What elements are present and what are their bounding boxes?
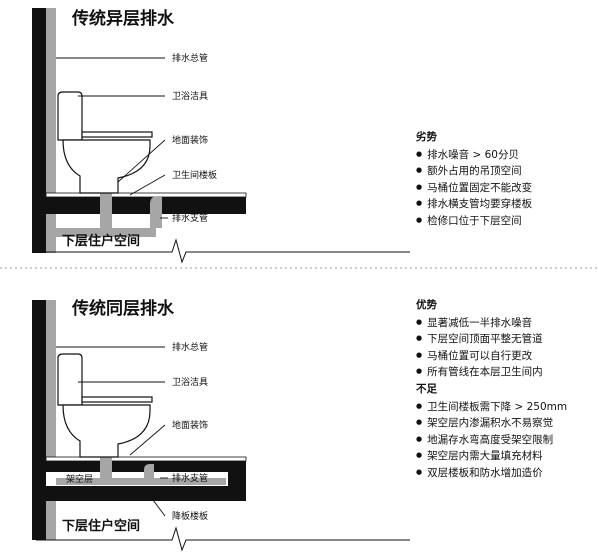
advantages-heading: 优势: [416, 299, 437, 311]
bottom-wall: [32, 300, 46, 540]
list-item: 地漏存水弯高度受架空限制: [416, 433, 596, 450]
list-item: 马桶位置可以自行更改: [416, 349, 596, 366]
top-toilet: [57, 91, 153, 194]
list-item: 显著减低一半排水噪音: [416, 316, 596, 333]
top-callout-lines: [56, 57, 168, 219]
top-floor-finish: [45, 192, 247, 198]
bottom-main-drain-pipe: [46, 300, 56, 540]
list-item: 排水噪音 > 60分贝: [416, 148, 596, 165]
top-section-diagram: [32, 8, 410, 264]
top-title: 传统异层排水: [71, 8, 175, 29]
list-item: 下层空间顶面平整无管道: [416, 332, 596, 349]
list-item: 所有管线在本层卫生间内: [416, 365, 596, 382]
top-notes-list: 排水噪音 > 60分贝 额外占用的吊顶空间 马桶位置固定不能改变 排水横支管均要…: [416, 148, 596, 231]
list-item: 马桶位置固定不能改变: [416, 181, 596, 198]
bottom-floor-finish: [45, 456, 247, 462]
bottom-break-line: [36, 526, 410, 552]
top-label-main-pipe: 排水总管: [172, 52, 208, 64]
list-item: 架空层内需大量填充材料: [416, 449, 596, 466]
top-floor-drain-trap: [150, 196, 162, 228]
top-branch-drain-pipe: [56, 228, 156, 237]
list-item: 检修口位于下层空间: [416, 214, 596, 231]
top-space-below: 下层住户空间: [62, 233, 140, 249]
list-item: 排水横支管均要穿楼板: [416, 197, 596, 214]
bottom-section-diagram: [32, 300, 410, 552]
top-label-floor-finish: 地面装饰: [172, 134, 208, 146]
list-item: 架空层内渗漏积水不易察觉: [416, 416, 596, 433]
bottom-label-main-pipe: 排水总管: [172, 341, 208, 353]
bottom-callout-lines: [56, 346, 168, 517]
bottom-notes-panel: 优势 显著减低一半排水噪音 下层空间顶面平整无管道 马桶位置可以自行更改 所有管…: [416, 298, 596, 483]
bottom-label-overhead-layer: 架空层: [66, 473, 93, 485]
list-item: 卫生间楼板需下降 > 250mm: [416, 400, 596, 417]
disadvantages-list: 卫生间楼板需下降 > 250mm 架空层内渗漏积水不易察觉 地漏存水弯高度受架空…: [416, 400, 596, 483]
bottom-space-below: 下层住户空间: [62, 518, 140, 534]
bottom-label-floor-finish: 地面装饰: [172, 419, 208, 431]
bottom-toilet-outlet-pipe: [100, 452, 112, 480]
bottom-floor-drain-trap: [144, 464, 154, 480]
top-floor-slab: [46, 197, 246, 214]
bottom-label-toilet: 卫浴洁具: [172, 376, 208, 388]
bottom-toilet: [57, 353, 153, 458]
bottom-title: 传统同层排水: [71, 298, 175, 319]
top-label-branch-pipe: 排水支管: [172, 212, 208, 224]
top-label-bathroom-slab: 卫生间楼板: [172, 169, 217, 181]
advantages-list: 显著减低一半排水噪音 下层空间顶面平整无管道 马桶位置可以自行更改 所有管线在本…: [416, 316, 596, 382]
list-item: 额外占用的吊顶空间: [416, 164, 596, 181]
top-wall: [32, 8, 46, 253]
top-notes-heading: 劣势: [416, 131, 437, 143]
bottom-lowered-slab: [46, 486, 246, 501]
bottom-slab-step: [228, 472, 246, 486]
top-main-drain-pipe: [46, 8, 56, 253]
bottom-branch-drain-pipe: [56, 478, 226, 485]
top-label-toilet: 卫浴洁具: [172, 90, 208, 102]
bottom-label-lowered-slab: 降板楼板: [172, 510, 208, 522]
top-break-line: [36, 238, 410, 264]
top-notes-panel: 劣势 排水噪音 > 60分贝 额外占用的吊顶空间 马桶位置固定不能改变 排水横支…: [416, 130, 596, 231]
disadvantages-heading: 不足: [416, 382, 437, 395]
list-item: 双层楼板和防水增加造价: [416, 466, 596, 483]
bottom-label-branch-pipe: 排水支管: [172, 472, 208, 484]
top-toilet-outlet-pipe: [100, 188, 112, 230]
